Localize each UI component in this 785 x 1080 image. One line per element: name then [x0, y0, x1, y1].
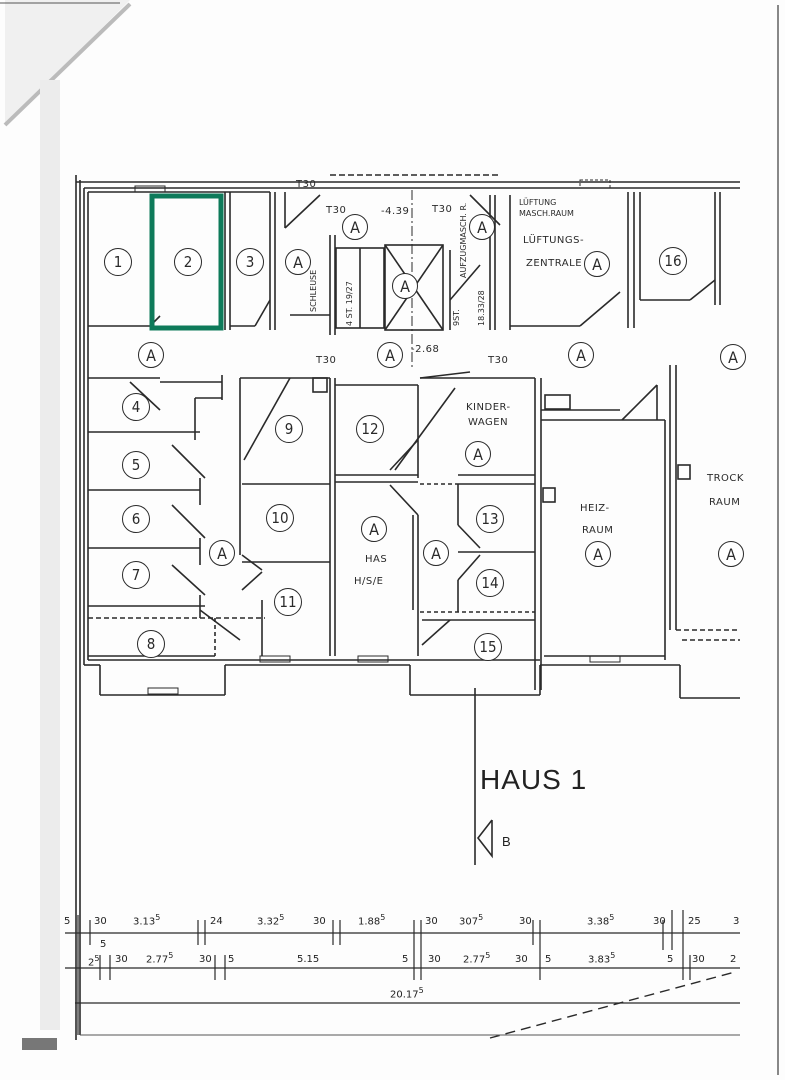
- dim-r1-8: 1.885: [358, 913, 386, 928]
- label-t30-5: T30: [488, 355, 509, 366]
- label-t30-3: T30: [432, 204, 453, 215]
- dim-total: 20.175: [390, 986, 424, 1001]
- dim-r1-18: 3: [733, 916, 740, 927]
- room-7-marker[interactable]: 7: [122, 561, 150, 589]
- dim-r1-0: 5: [64, 916, 71, 927]
- room-16-marker[interactable]: 16: [659, 247, 687, 275]
- zone-a-trockenraum[interactable]: A: [718, 541, 744, 567]
- room-9-marker[interactable]: 9: [275, 415, 303, 443]
- dim-r1-2: 3.135: [133, 913, 161, 928]
- dim-r1-14: 3.385: [587, 913, 615, 928]
- zone-a-corridor-mid[interactable]: A: [377, 342, 403, 368]
- room-6-marker[interactable]: 6: [122, 505, 150, 533]
- dim-r2-7: 5: [228, 954, 235, 965]
- room-12-marker[interactable]: 12: [356, 415, 384, 443]
- zone-a-elevator[interactable]: A: [392, 273, 418, 299]
- room-3-marker[interactable]: 3: [236, 248, 264, 276]
- label-has: HAS: [365, 554, 388, 565]
- dim-r2-11: 2.775: [463, 951, 491, 966]
- dim-r2-19: 2: [730, 954, 737, 965]
- dim-r1-4: 24: [210, 916, 223, 927]
- label-masch-raum: MASCH.RAUM: [519, 209, 574, 218]
- room-15-marker[interactable]: 15: [474, 633, 502, 661]
- level-mid: -2.68: [411, 344, 440, 355]
- binder-shadow: [40, 80, 60, 1030]
- room-8-marker[interactable]: 8: [137, 630, 165, 658]
- dim-r2-0: 25: [88, 954, 100, 969]
- room-11-marker[interactable]: 11: [274, 588, 302, 616]
- dim-r2-14: 5: [545, 954, 552, 965]
- label-kinder: KINDER-: [466, 402, 511, 413]
- dim-r2-13: 30: [515, 954, 528, 965]
- drawing-title: HAUS 1: [480, 764, 588, 795]
- section-marker-b: B: [502, 834, 511, 849]
- dim-r1-7: 30: [313, 916, 326, 927]
- dim-r2-18: 30: [692, 954, 705, 965]
- label-t30-2: T30: [326, 205, 347, 216]
- zone-a-corridor-storage[interactable]: A: [209, 540, 235, 566]
- level-top: -4.39: [381, 206, 410, 217]
- page-fold: [0, 0, 130, 125]
- label-t30-4: T30: [316, 355, 337, 366]
- dim-r1-5: 3.325: [257, 913, 285, 928]
- zone-a-far-right[interactable]: A: [720, 344, 746, 370]
- zone-a-aufzug[interactable]: A: [469, 214, 495, 240]
- fold-edge: [3, 2, 132, 127]
- label-trock: TROCK: [707, 473, 744, 484]
- dim-r1-11: 3075: [459, 913, 484, 928]
- zone-a-corridor-right[interactable]: A: [568, 342, 594, 368]
- room-1-marker[interactable]: 1: [104, 248, 132, 276]
- dim-r2-8: 5.15: [297, 954, 320, 965]
- room-5-marker[interactable]: 5: [122, 451, 150, 479]
- zone-a-lueftung[interactable]: A: [584, 251, 610, 277]
- label-lueftung: LÜFTUNG: [519, 198, 557, 207]
- zone-a-kinderwagen[interactable]: A: [465, 441, 491, 467]
- zone-a-heizraum[interactable]: A: [585, 541, 611, 567]
- zone-a-schleuse[interactable]: A: [285, 249, 311, 275]
- label-wagen: WAGEN: [468, 417, 509, 428]
- room-4-marker[interactable]: 4: [122, 393, 150, 421]
- dim-r2-17: 5: [667, 954, 674, 965]
- zone-a-corridor-13-14[interactable]: A: [423, 540, 449, 566]
- label-zentrale: ZENTRALE: [526, 258, 583, 269]
- label-stair-2: 9ST.: [452, 309, 461, 326]
- room-14-marker[interactable]: 14: [476, 569, 504, 597]
- zone-a-stair-top[interactable]: A: [342, 214, 368, 240]
- dim-r1-17: 25: [688, 916, 701, 927]
- label-t30-1: T30: [296, 179, 317, 190]
- label-lueftungs: LÜFTUNGS-: [523, 235, 585, 246]
- room-2-marker[interactable]: 2: [174, 248, 202, 276]
- zone-a-has[interactable]: A: [361, 516, 387, 542]
- dim-r2-9: 5: [402, 954, 409, 965]
- dim-r1-1: 30: [94, 916, 107, 927]
- dim-r2-2: 5: [100, 939, 107, 950]
- dim-r2-6: 30: [199, 954, 212, 965]
- label-heiz-raum: RAUM: [582, 525, 614, 536]
- label-schleuse: SCHLEUSE: [309, 269, 318, 312]
- dim-r1-10: 30: [425, 916, 438, 927]
- dim-r2-4: 2.775: [146, 951, 174, 966]
- room-13-marker[interactable]: 13: [476, 505, 504, 533]
- label-aufzug: AUFZUGMASCH. R.: [459, 202, 468, 278]
- label-hse: H/S/E: [354, 576, 384, 587]
- dim-r1-13: 30: [519, 916, 532, 927]
- dim-r1-16: 30: [653, 916, 666, 927]
- dim-r2-15: 3.835: [588, 951, 616, 966]
- room-10-marker[interactable]: 10: [266, 504, 294, 532]
- label-stair-3: 18.33/28: [477, 290, 486, 326]
- zone-a-corridor-left[interactable]: A: [138, 342, 164, 368]
- label-trock-raum: RAUM: [709, 497, 741, 508]
- dim-r2-10: 30: [428, 954, 441, 965]
- label-stair-1: 4 ST. 19/27: [345, 281, 354, 326]
- label-heiz: HEIZ-: [580, 503, 610, 514]
- dim-r2-3: 30: [115, 954, 128, 965]
- highlighted-room-outline: [149, 193, 224, 331]
